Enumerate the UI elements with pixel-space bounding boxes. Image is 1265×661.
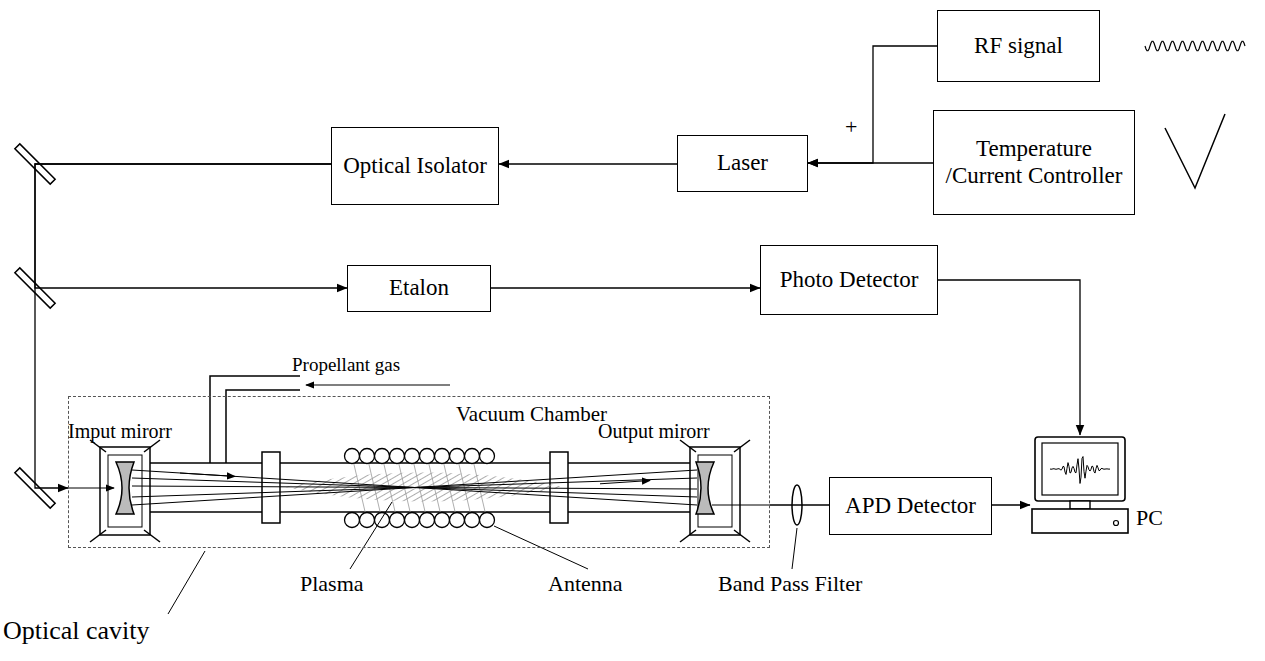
signal-connector	[35, 164, 347, 288]
rf-waveform	[1145, 41, 1245, 51]
node-text: PC	[1136, 505, 1163, 530]
node-text: Temperature /Current Controller	[934, 136, 1134, 189]
part-label: Output mirorr	[598, 420, 710, 442]
part-label: Propellant gas	[292, 355, 400, 376]
detector-box: APD Detector	[829, 477, 992, 535]
laser-beam	[68, 470, 770, 505]
node-text: APD Detector	[841, 493, 980, 519]
monitor-outline	[1030, 435, 1130, 535]
output-mirror-mount	[680, 440, 750, 542]
leader-line	[168, 502, 797, 614]
vacuum-chamber: Vacuum Chamber	[68, 396, 770, 548]
junction-sign: +	[845, 115, 857, 139]
node-text: Laser	[713, 150, 772, 176]
part-label: Imput mirorr	[68, 420, 172, 442]
signal-connector	[499, 163, 677, 164]
controller-box: Temperature /Current Controller	[933, 110, 1135, 215]
part-label: Antenna	[548, 572, 623, 596]
signal-connector	[770, 504, 829, 505]
computer-icon: PC	[1030, 435, 1130, 535]
signal-connector	[992, 504, 1030, 505]
node-text: RF signal	[970, 33, 1067, 59]
node-text: Photo Detector	[776, 267, 923, 293]
detector-box: Photo Detector	[760, 245, 938, 315]
node-text: Etalon	[385, 275, 453, 301]
part-label: Plasma	[300, 572, 364, 596]
triangle-waveform	[1165, 114, 1225, 188]
signal-connector	[491, 287, 760, 288]
part-label: Optical cavity	[3, 617, 150, 646]
signal-connector	[35, 164, 331, 488]
signal-source-box: RF signal	[937, 10, 1100, 82]
node-text: Vacuum Chamber	[456, 402, 607, 426]
signal-connector	[808, 46, 937, 163]
etalon-box: Etalon	[347, 265, 491, 312]
gas-inlet-pipe	[210, 376, 450, 463]
signal-connector	[808, 162, 933, 163]
laser-box: Laser	[677, 135, 808, 192]
signal-connector	[938, 280, 1080, 435]
part-label: Band Pass Filter	[718, 572, 862, 596]
node-text: Optical Isolator	[339, 153, 491, 179]
isolator-box: Optical Isolator	[331, 127, 499, 205]
input-mirror-mount	[90, 440, 160, 542]
